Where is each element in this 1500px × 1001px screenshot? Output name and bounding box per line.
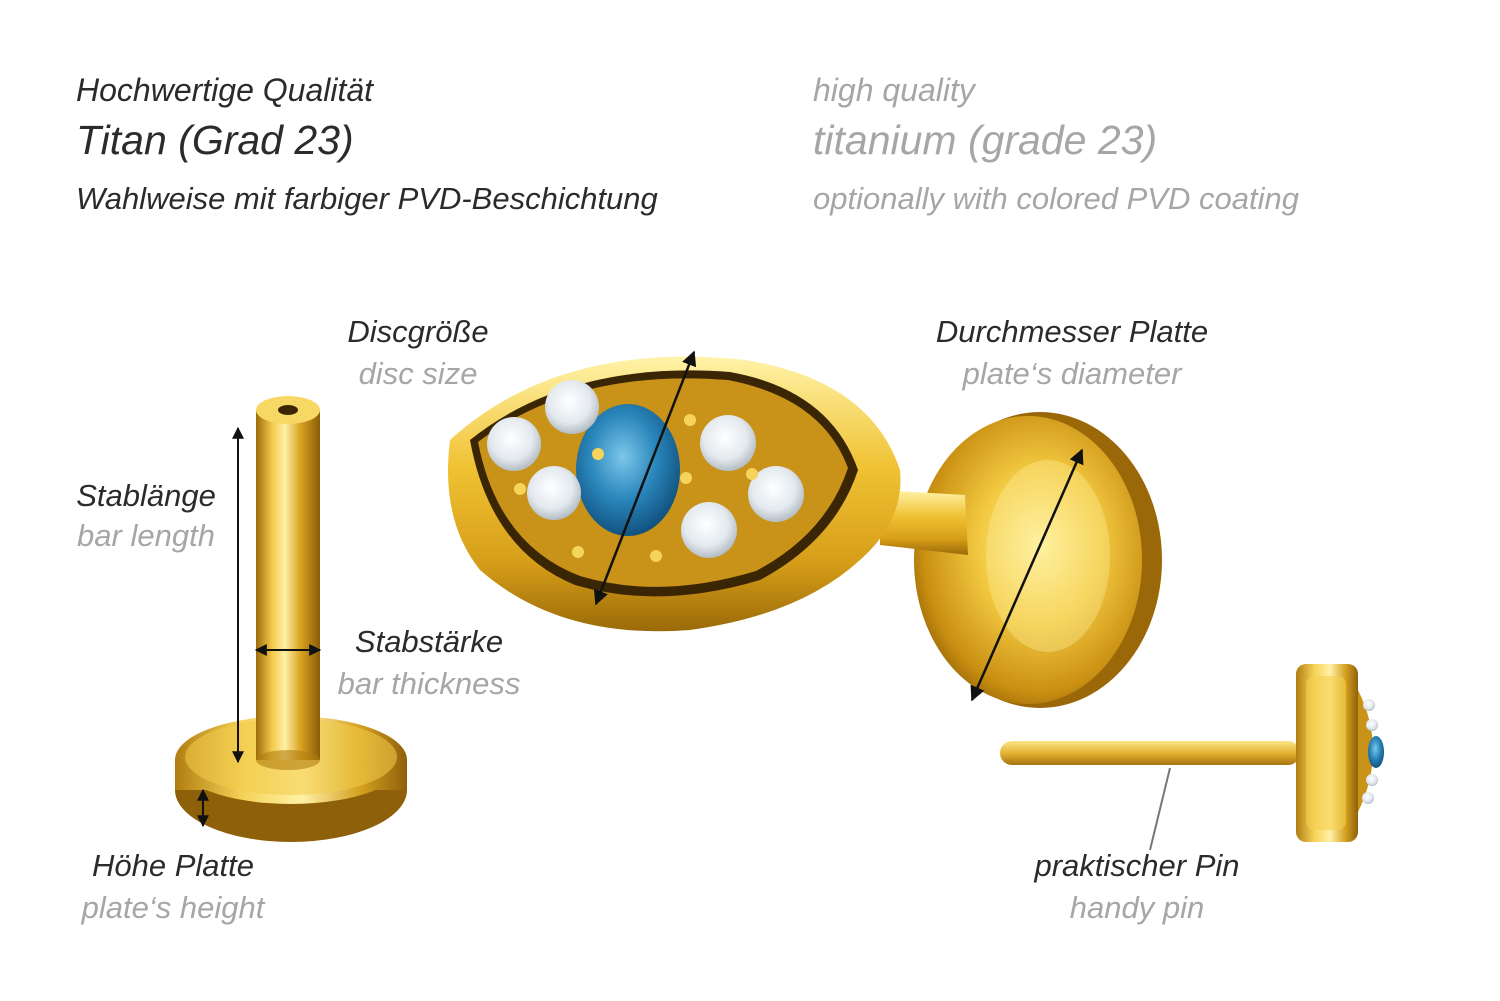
- header-de-line2: Titan (Grad 23): [76, 117, 354, 163]
- connecting-bar: [880, 490, 968, 555]
- label-bar-thickness-de: Stabstärke: [354, 624, 504, 659]
- label-plate-height-en: plate‘s height: [81, 890, 265, 925]
- header-de-line3: Wahlweise mit farbiger PVD-Beschichtung: [76, 181, 658, 216]
- label-plate-diameter-en: plate‘s diameter: [962, 356, 1182, 391]
- plate-disc: [914, 412, 1162, 708]
- header-en-line1: high quality: [813, 72, 975, 108]
- label-plate-height-de: Höhe Platte: [92, 848, 254, 883]
- white-stone: [487, 417, 541, 471]
- pin-pointer-line: [1149, 767, 1171, 851]
- label-disc-size-de: Discgröße: [347, 314, 489, 349]
- white-stone: [700, 415, 756, 471]
- disc-size-arrow: [593, 350, 697, 606]
- label-bar-thickness-en: bar thickness: [337, 666, 521, 701]
- header-en-line3: optionally with colored PVD coating: [813, 181, 1299, 216]
- white-stone: [545, 380, 599, 434]
- white-stone: [681, 502, 737, 558]
- label-disc-size-en: disc size: [358, 356, 478, 391]
- label-handy-pin-en: handy pin: [1069, 890, 1205, 925]
- label-bar-length-en: bar length: [77, 518, 215, 553]
- labret-bar: [175, 396, 407, 842]
- eye-top: [448, 356, 901, 632]
- label-handy-pin-de: praktischer Pin: [1034, 848, 1240, 883]
- side-view-pin: [1000, 664, 1384, 842]
- header-en-line2: titanium (grade 23): [813, 117, 1158, 163]
- header-de-line1: Hochwertige Qualität: [76, 72, 374, 108]
- white-stone: [527, 466, 581, 520]
- label-plate-diameter-de: Durchmesser Platte: [935, 314, 1209, 349]
- white-stone: [748, 466, 804, 522]
- plate-diameter-arrow: [970, 448, 1084, 702]
- label-bar-length-de: Stablänge: [76, 478, 216, 513]
